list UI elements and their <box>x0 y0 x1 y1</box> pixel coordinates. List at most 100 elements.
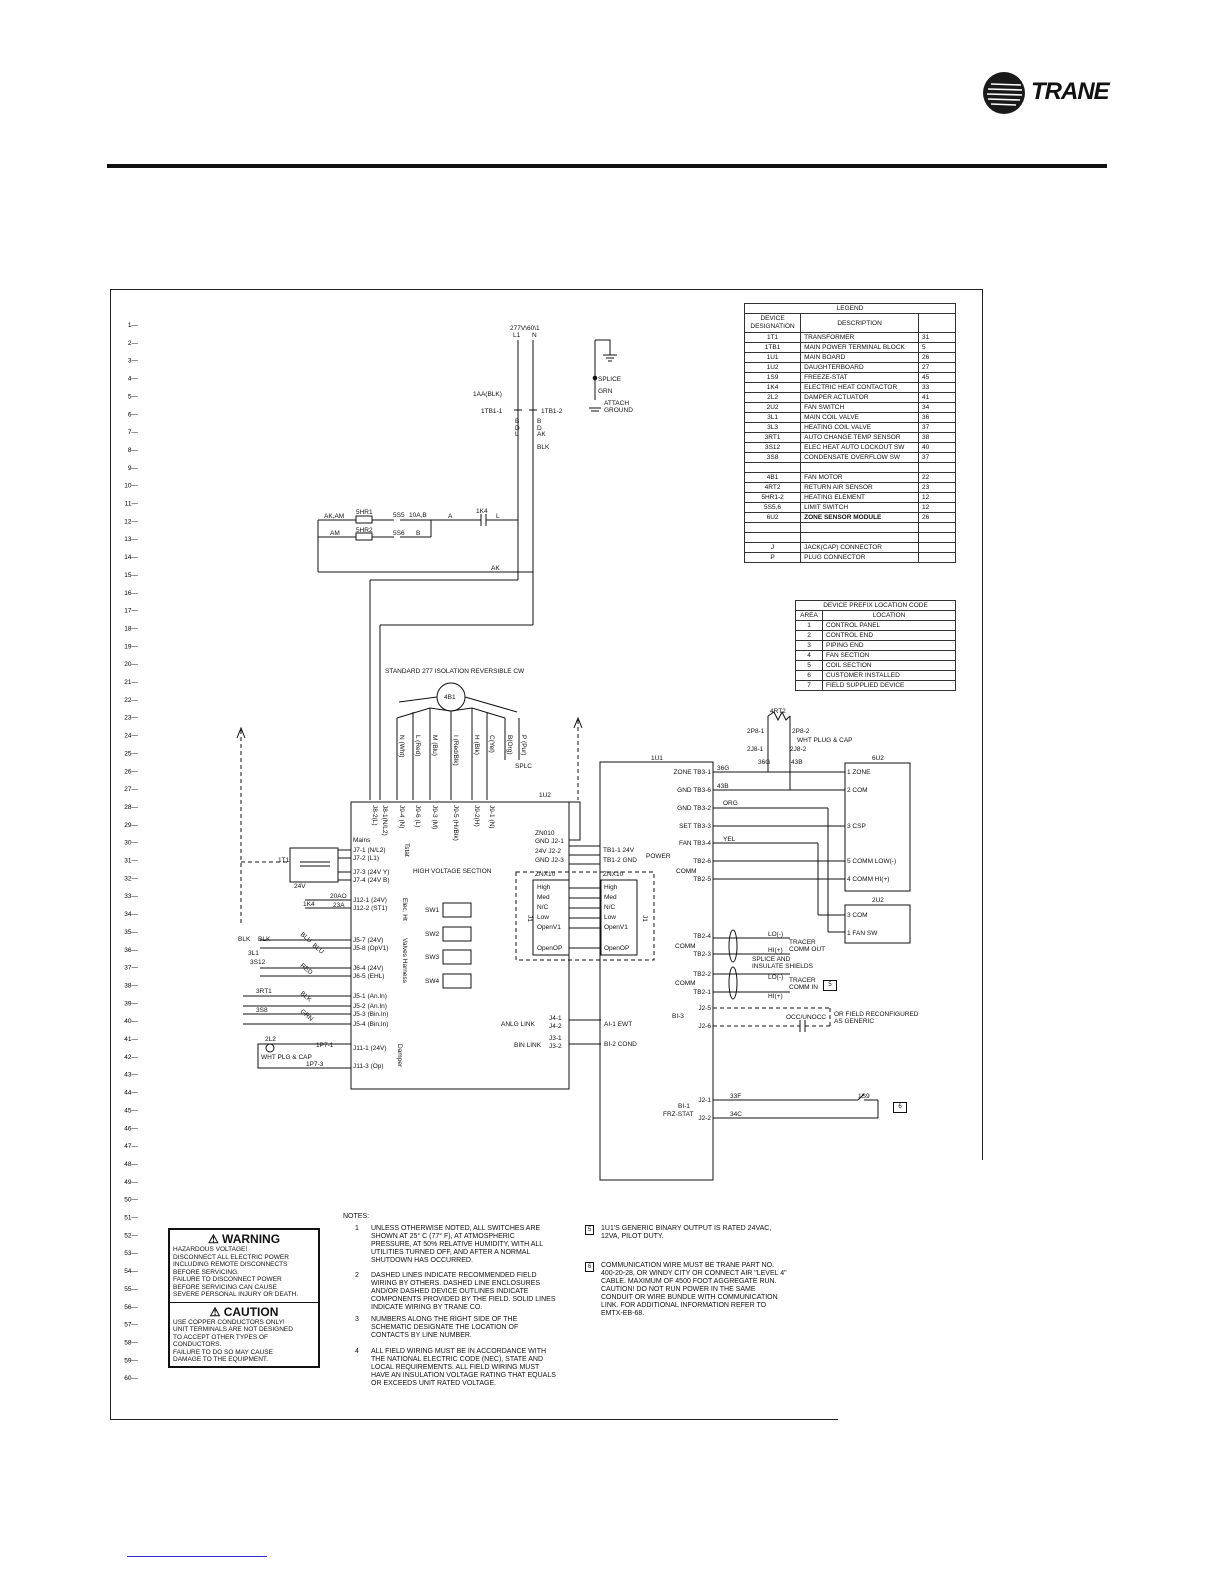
note-number: 3 <box>355 1316 359 1323</box>
dip-switch-label: SW2 <box>425 931 439 938</box>
motor-title: STANDARD 277 ISOLATION REVERSIBLE CW <box>385 668 525 675</box>
schematic-labels: 277V\60\1 L1 N 1AA(BLK) 1TB1-1 1TB1-2 BL… <box>238 325 884 1118</box>
u2-right-pin: J3-1 <box>549 1035 562 1042</box>
bdak-label: B D AK <box>537 418 546 438</box>
hi-label: HI(+) <box>768 947 783 954</box>
u1-left-pin: Low <box>604 914 616 921</box>
motor-lead-label: H (Blk) <box>473 735 480 755</box>
u2-left-pin: J5-8 (OpV1) <box>353 945 388 952</box>
wire-43b: 43B <box>717 783 729 790</box>
board-1u1-label: 1U1 <box>651 755 663 762</box>
prefix-area: 3 <box>795 640 823 651</box>
legend-description: HEATING COIL VALVE <box>800 422 919 433</box>
warning-line: BEFORE SERVICING CAN CAUSE <box>173 1283 277 1291</box>
u2-left-pin: J12-2 (ST1) <box>353 905 387 912</box>
legend-description: MAIN POWER TERMINAL BLOCK <box>800 342 919 353</box>
line-number: 53— <box>124 1250 138 1257</box>
line-number: 29— <box>124 822 138 829</box>
u1-left-pin: TB1-1 24V <box>603 847 635 854</box>
legend-designation: 4RT2 <box>743 482 802 493</box>
prefix-location: CONTROL END <box>822 630 956 641</box>
line-number: 3— <box>128 358 139 365</box>
legend-designation: 3L1 <box>743 412 802 423</box>
prefix-area: 4 <box>795 650 823 661</box>
legend-designation: 2L2 <box>743 392 802 403</box>
6u2-label: 6U2 <box>872 755 884 762</box>
heater-1k4: 1K4 <box>476 508 488 515</box>
1p7-3-label: 1P7-3 <box>306 1061 324 1068</box>
transformer-24v: 24V <box>294 883 306 890</box>
u1-pin: TB2-4 <box>693 933 711 940</box>
comm-label-2: COMM <box>675 980 696 987</box>
line-number: 58— <box>124 1339 138 1346</box>
heater-10ab: 10A,B <box>409 512 427 519</box>
line-number: 18— <box>124 625 138 632</box>
legend-description: AUTO CHANGE TEMP SENSOR <box>800 432 919 443</box>
tb1-1-label: 1TB1-1 <box>481 408 503 415</box>
u2-right-pin: ZN010 <box>535 830 555 837</box>
legend-line-number: 31 <box>918 332 956 343</box>
line-number: 14— <box>124 554 138 561</box>
prefix-location: FIELD SUPPLIED DEVICE <box>822 680 956 691</box>
caution-line: UNIT TERMINALS ARE NOT DESIGNED <box>173 1326 293 1333</box>
prefix-location: COIL SECTION <box>822 660 956 671</box>
line-number: 52— <box>124 1232 138 1239</box>
line-number: 5— <box>128 393 139 400</box>
j1-label-right: J1 <box>641 915 648 922</box>
u2-right-pin: ZNX10 <box>535 871 556 878</box>
line-number: 47— <box>124 1143 138 1150</box>
tracer-in-label: TRACER COMM IN <box>789 977 818 991</box>
comm-label-3: COMM <box>676 868 697 875</box>
legend-row <box>743 532 956 543</box>
motor-lead-label: N (Wht) <box>398 735 405 757</box>
legend-designation: 4B1 <box>743 472 802 483</box>
legend-line-number: 12 <box>918 492 956 503</box>
warning-caution-box: ⚠ WARNING HAZARDOUS VOLTAGE!DISCONNECT A… <box>168 1228 320 1368</box>
wire-color-label: GRN <box>299 1008 315 1023</box>
legend-header-designation: DEVICE DESIGNATION <box>743 313 802 333</box>
legend-row <box>743 522 956 533</box>
prefix-location: CONTROL PANEL <box>822 620 956 631</box>
legend-description: FREEZE-STAT <box>800 372 919 383</box>
note-6-marker: 6 <box>893 1102 907 1113</box>
bin-link-label: BIN LINK <box>514 1042 542 1049</box>
legend-line-number: 41 <box>918 392 956 403</box>
wire-36g: 36G <box>717 765 729 772</box>
u1-left-pin: ZNX10 <box>603 871 624 878</box>
aa-blk-label: 1AA(BLK) <box>473 391 502 398</box>
line-number: 15— <box>124 572 138 579</box>
legend-description: FAN MOTOR <box>800 472 919 483</box>
wire-43b-b: 43B <box>791 759 803 766</box>
wire-33f: 33F <box>730 1093 741 1100</box>
legend-description <box>800 522 919 533</box>
legend-line-number: 22 <box>918 472 956 483</box>
motor-lead-label: C(Yel) <box>488 735 495 753</box>
line-number: 10— <box>124 483 138 490</box>
caution-line: FAILURE TO DO SO MAY CAUSE <box>173 1348 273 1356</box>
mains-label: Mains <box>353 837 371 844</box>
legend-line-number <box>918 542 956 553</box>
zone-sensor-pin: 3 CSP <box>847 823 866 830</box>
line-number: 39— <box>124 1000 138 1007</box>
legend-description: FAN SWITCH <box>800 402 919 413</box>
line-number: 37— <box>124 965 138 972</box>
u2-right-pin: OpenOP <box>537 945 562 952</box>
supply-voltage: 277V\60\1 <box>510 325 540 332</box>
line-number: 2— <box>128 340 139 347</box>
line-number: 22— <box>124 697 138 704</box>
2p8-1-label: 2P8-1 <box>747 728 765 735</box>
u2-top-pin: J9-1 (N) <box>488 805 495 828</box>
wire-color-label: BLK <box>299 990 313 1004</box>
wire-34c: 34C <box>730 1111 742 1118</box>
